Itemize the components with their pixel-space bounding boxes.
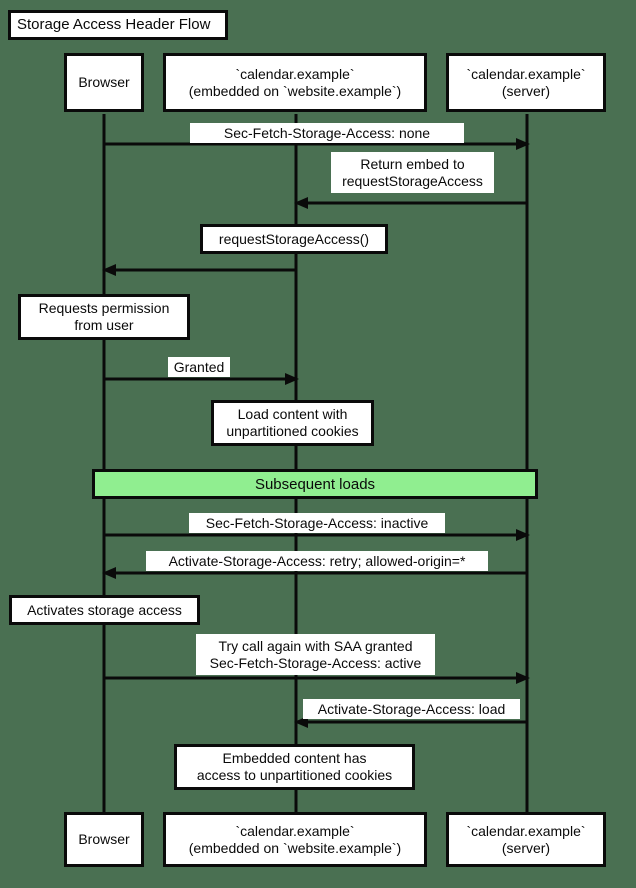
arrow-granted (104, 373, 299, 385)
participant-embed-label-bottom: `calendar.example` (embedded on `website… (188, 822, 402, 856)
participant-server-bottom[interactable]: `calendar.example` (server) (446, 812, 606, 867)
participant-browser-top[interactable]: Browser (64, 53, 144, 112)
arrow-sec-fetch-storage-access-inactive (104, 529, 530, 541)
note-load-content-with-unpartitioned-cookies: Load content with unpartitioned cookies (211, 400, 374, 446)
participant-server-top[interactable]: `calendar.example` (server) (446, 53, 606, 112)
arrow-sec-fetch-storage-access-none (104, 138, 530, 150)
arrow-activate-storage-access-retry (102, 567, 527, 579)
participant-embed-top[interactable]: `calendar.example` (embedded on `website… (163, 53, 427, 112)
note-requests-permission-from-user: Requests permission from user (18, 294, 190, 340)
message-label-sec-fetch-none: Sec-Fetch-Storage-Access: none (190, 123, 464, 143)
message-label-activate-load: Activate-Storage-Access: load (303, 699, 520, 719)
arrow-try-call-again-saa-active (104, 672, 530, 684)
band-label: Subsequent loads (254, 475, 376, 493)
participant-embed-bottom[interactable]: `calendar.example` (embedded on `website… (163, 812, 427, 867)
participant-embed-label: `calendar.example` (embedded on `website… (188, 65, 402, 99)
participant-browser-bottom[interactable]: Browser (64, 812, 144, 867)
note-embedded-content-has-access: Embedded content has access to unpartiti… (174, 744, 415, 790)
participant-browser-label: Browser (78, 74, 130, 91)
message-label-activate-retry: Activate-Storage-Access: retry; allowed-… (146, 551, 488, 571)
message-label-try-call-again: Try call again with SAA granted Sec-Fetc… (196, 634, 435, 675)
message-label-granted: Granted (168, 357, 230, 377)
message-label-sec-fetch-inactive: Sec-Fetch-Storage-Access: inactive (189, 513, 445, 533)
note-activates-storage-access: Activates storage access (9, 595, 200, 625)
arrow-request-storage-access-to-browser (102, 264, 296, 276)
band-subsequent-loads: Subsequent loads (92, 469, 538, 499)
diagram-title-box: Storage Access Header Flow (8, 10, 228, 40)
participant-browser-label-bottom: Browser (78, 831, 130, 848)
diagram-title: Storage Access Header Flow (17, 16, 211, 34)
participant-server-label: `calendar.example` (server) (466, 65, 586, 99)
participant-server-label-bottom: `calendar.example` (server) (466, 822, 586, 856)
note-request-storage-access: requestStorageAccess() (200, 224, 388, 254)
message-label-return-embed: Return embed to requestStorageAccess (331, 152, 494, 193)
arrow-activate-storage-access-load (294, 716, 527, 728)
arrow-return-embed-to-requeststorageaccess (294, 197, 527, 209)
